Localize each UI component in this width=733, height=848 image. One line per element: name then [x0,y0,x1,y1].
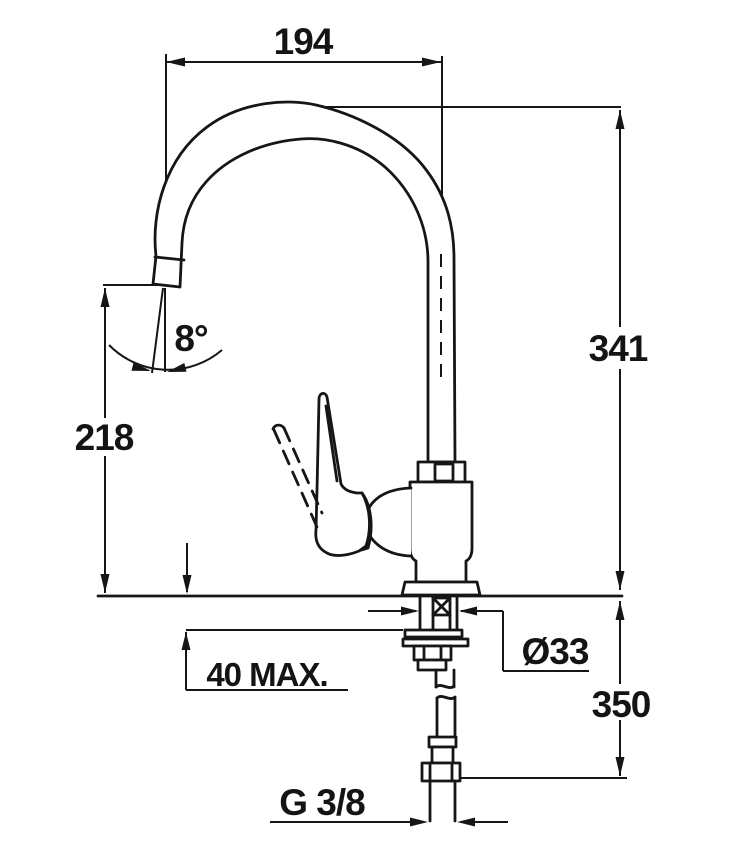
arrowhead [615,571,625,590]
arrowhead [181,632,191,650]
arrowhead [457,817,475,827]
hose-ferrule [427,735,458,749]
arrowhead [410,817,428,827]
clamp-washer-top [403,628,464,639]
supply-hose [420,668,462,823]
connection-thread-label: G 3/8 [279,782,365,823]
dimension-linework [100,54,627,827]
dashed-lever-edge [272,428,319,529]
hose-lower [435,696,457,739]
mounting-nut [412,644,453,662]
hose-upper [434,668,456,689]
aerator-separator-line [153,255,186,262]
cartridge-dome [364,486,413,558]
faucet-body [408,480,474,584]
hose-fitting [430,745,455,765]
shank-tube [418,594,459,632]
spout-angle-label: 8° [174,318,208,359]
arrowhead [131,362,151,371]
dashed-lever-tip [271,423,286,431]
arrowhead [166,57,185,67]
arrowhead [401,606,419,616]
arrowhead [615,110,625,129]
overall-height-label: 341 [589,328,648,369]
mounting-shank [401,594,470,672]
dimension-labels: 194 341 218 8° 40 MAX. Ø33 350 G 3/8 [75,21,652,823]
spout-collar-detail [433,462,455,483]
mounting-nut-step [416,658,448,672]
hose-end-pipe [428,779,457,823]
lever-handle-detail-line [324,404,339,483]
counter-thickness-label: 40 MAX. [206,656,327,693]
mounting-nut-facets [422,644,443,662]
hose-break-lower [435,695,457,700]
hole-diameter-label: Ø33 [522,631,589,672]
arrowhead [615,601,625,620]
spout-reach-label: 194 [274,21,334,62]
base-flange [400,580,482,597]
dia33-leader [461,610,589,672]
hex-nut-facets [428,761,454,783]
faucet-body-linework [96,100,624,823]
hose-hex-nut [420,761,462,783]
hose-break-upper [434,684,456,689]
spout-height-label: 218 [75,417,134,458]
arrowhead [100,574,110,593]
arrowhead [167,363,187,372]
lever-handle [314,392,371,557]
arrowhead [422,57,441,67]
lever-handle-dashed-position [271,423,324,529]
threaded-stud-section [431,596,452,617]
spout-outline [151,100,457,464]
angle-arc [108,344,223,371]
stud-hatch [431,596,452,617]
arrowhead [100,288,110,307]
arrowhead [615,757,625,776]
angle-ref-slanted [151,287,164,374]
dashed-lever-edge [282,426,324,515]
hose-length-label: 350 [592,684,651,725]
arrowhead [182,575,192,594]
